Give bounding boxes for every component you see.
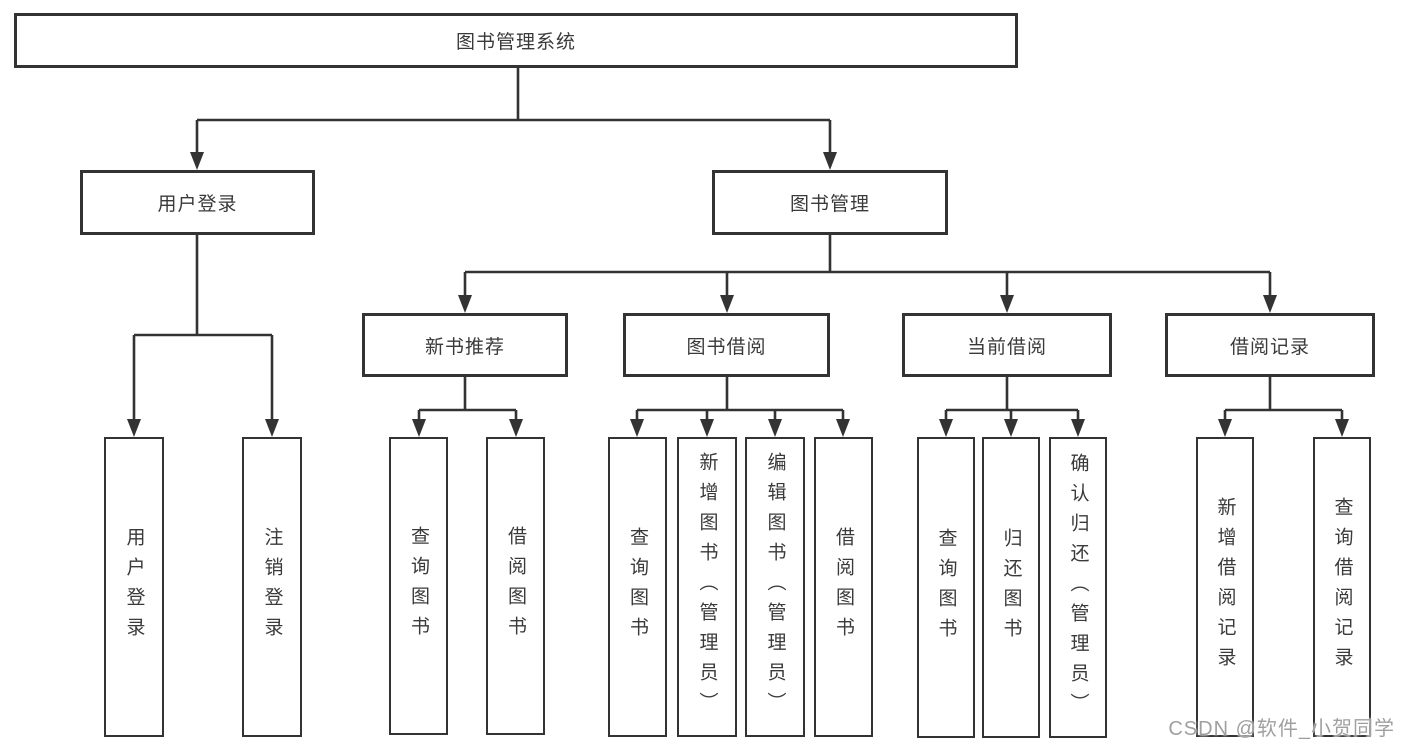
node-new-book-recommend: 新书推荐	[362, 313, 568, 377]
arrowhead	[700, 419, 714, 437]
leaf-record-add-borrow-record: 新增借阅记录	[1196, 437, 1254, 737]
node-book-borrow: 图书借阅	[623, 313, 830, 377]
connector-path	[463, 235, 1272, 295]
connector-path	[944, 377, 1080, 421]
arrowhead	[458, 295, 472, 313]
arrowhead	[720, 295, 734, 313]
leaf-borrow-add-books-admin: 新增图书（管理员）	[677, 437, 737, 737]
leaf-record-query-borrow-record: 查询借阅记录	[1313, 437, 1371, 737]
arrowhead	[1071, 419, 1085, 437]
arrowhead	[190, 152, 204, 170]
leaf-borrow-query-books: 查询图书	[608, 437, 667, 737]
arrowhead	[630, 419, 644, 437]
connector-path	[417, 377, 518, 421]
arrowhead	[1218, 419, 1232, 437]
arrowhead	[509, 419, 523, 437]
leaf-borrow-borrow-books: 借阅图书	[814, 437, 873, 737]
arrowhead	[1000, 295, 1014, 313]
connector-path	[195, 68, 832, 152]
connector-path	[1223, 377, 1344, 421]
arrowhead	[265, 419, 279, 437]
arrowhead	[1335, 419, 1349, 437]
leaf-newbook-borrow-books: 借阅图书	[486, 437, 545, 735]
leaf-borrow-edit-books-admin: 编辑图书（管理员）	[745, 437, 805, 737]
connector-path	[132, 235, 274, 419]
arrowhead	[768, 419, 782, 437]
leaf-user-login: 用户登录	[104, 437, 164, 737]
leaf-current-confirm-return-admin: 确认归还（管理员）	[1049, 437, 1107, 738]
arrowhead	[127, 419, 141, 437]
leaf-logout-login: 注销登录	[242, 437, 302, 737]
arrowhead	[836, 419, 850, 437]
connector-path	[635, 377, 845, 421]
arrowhead	[1263, 295, 1277, 313]
leaf-current-return-books: 归还图书	[982, 437, 1040, 738]
node-root: 图书管理系统	[14, 13, 1018, 68]
arrowhead	[412, 419, 426, 437]
arrowhead	[823, 152, 837, 170]
watermark: CSDN @软件_小贺同学	[1168, 718, 1395, 740]
arrowhead	[1004, 419, 1018, 437]
leaf-current-query-books: 查询图书	[917, 437, 975, 738]
node-current-borrow: 当前借阅	[902, 313, 1112, 377]
arrowhead	[939, 419, 953, 437]
node-book-management: 图书管理	[712, 170, 948, 235]
node-borrow-records: 借阅记录	[1165, 313, 1375, 377]
leaf-newbook-query-books: 查询图书	[389, 437, 448, 735]
node-user-login: 用户登录	[80, 170, 315, 235]
